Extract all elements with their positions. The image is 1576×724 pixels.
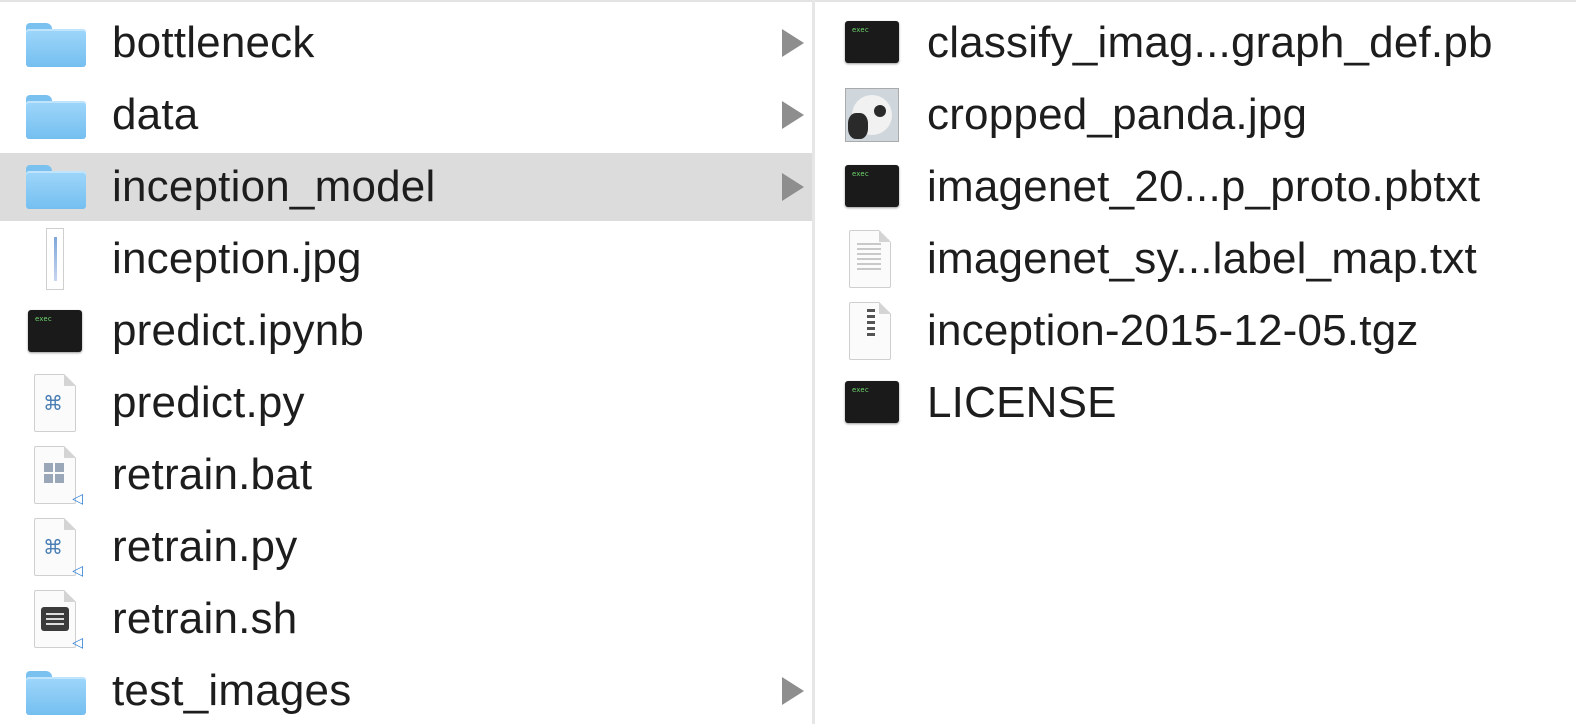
item-label: retrain.sh (112, 594, 298, 643)
list-item-inception-model[interactable]: inception_model (0, 153, 812, 221)
item-label: bottleneck (112, 18, 315, 67)
folder-icon (26, 671, 86, 715)
item-label: inception-2015-12-05.tgz (927, 306, 1419, 355)
list-item-inception-tgz[interactable]: inception-2015-12-05.tgz (815, 295, 1576, 367)
item-label: cropped_panda.jpg (927, 90, 1308, 139)
image-file-icon (46, 228, 64, 290)
list-item-predict-py[interactable]: ⌘ predict.py (0, 367, 812, 439)
list-item-predict-ipynb[interactable]: exec predict.ipynb (0, 295, 812, 367)
exec-file-icon: exec (845, 21, 899, 63)
list-item-classify-image-graph-def[interactable]: exec classify_imag...graph_def.pb (815, 7, 1576, 79)
folder-icon (26, 165, 86, 209)
item-label: retrain.py (112, 522, 298, 571)
item-label: test_images (112, 666, 352, 715)
folder-icon (26, 95, 86, 139)
item-label: classify_imag...graph_def.pb (927, 18, 1493, 67)
list-item-imagenet-proto[interactable]: exec imagenet_20...p_proto.pbtxt (815, 151, 1576, 223)
column-child[interactable]: exec classify_imag...graph_def.pb croppe… (815, 7, 1576, 724)
column-parent[interactable]: bottleneck data inception_model inceptio… (0, 7, 812, 724)
disclosure-arrow-icon (782, 101, 804, 129)
exec-file-icon: exec (845, 381, 899, 423)
bat-file-icon: ◁ (34, 446, 83, 506)
list-item-retrain-bat[interactable]: ◁ retrain.bat (0, 439, 812, 511)
item-label: imagenet_20...p_proto.pbtxt (927, 162, 1481, 211)
disclosure-arrow-icon (782, 173, 804, 201)
python-file-icon: ⌘◁ (34, 518, 83, 578)
disclosure-arrow-icon (782, 677, 804, 705)
archive-file-icon (849, 302, 891, 360)
list-item-test-images[interactable]: test_images (0, 655, 812, 724)
column-divider[interactable] (812, 0, 815, 724)
item-label: inception_model (112, 162, 436, 211)
item-label: data (112, 90, 199, 139)
shell-file-icon: ◁ (34, 590, 83, 650)
exec-file-icon: exec (28, 310, 82, 352)
list-item-bottleneck[interactable]: bottleneck (0, 7, 812, 79)
top-border (0, 0, 1576, 2)
item-label: LICENSE (927, 378, 1117, 427)
item-label: imagenet_sy...label_map.txt (927, 234, 1477, 283)
exec-file-icon: exec (845, 165, 899, 207)
folder-icon (26, 23, 86, 67)
list-item-imagenet-label-map[interactable]: imagenet_sy...label_map.txt (815, 223, 1576, 295)
list-item-cropped-panda[interactable]: cropped_panda.jpg (815, 79, 1576, 151)
list-item-license[interactable]: exec LICENSE (815, 367, 1576, 439)
list-item-data[interactable]: data (0, 79, 812, 151)
python-file-icon: ⌘ (34, 374, 76, 432)
item-label: retrain.bat (112, 450, 313, 499)
item-label: inception.jpg (112, 234, 362, 283)
disclosure-arrow-icon (782, 29, 804, 57)
item-label: predict.ipynb (112, 306, 365, 355)
list-item-retrain-py[interactable]: ⌘◁ retrain.py (0, 511, 812, 583)
list-item-inception-jpg[interactable]: inception.jpg (0, 223, 812, 295)
item-label: predict.py (112, 378, 305, 427)
image-thumbnail-icon (845, 88, 899, 142)
text-file-icon (849, 230, 891, 288)
list-item-retrain-sh[interactable]: ◁ retrain.sh (0, 583, 812, 655)
